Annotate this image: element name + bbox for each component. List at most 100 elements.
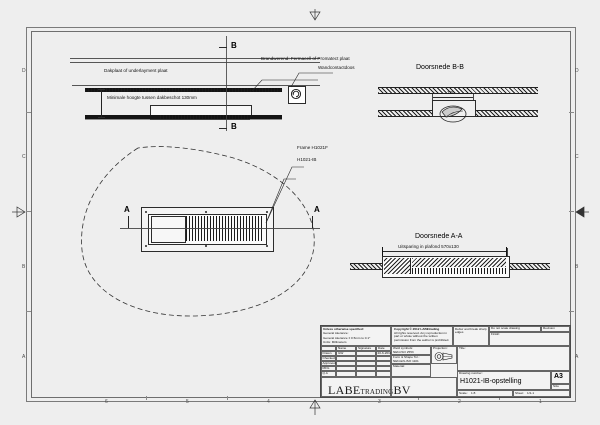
drawing-number-label: Drawing number:: [459, 371, 483, 375]
label-frame-h1021f: Frame H1021F: [297, 145, 328, 150]
row-qa-name-cell: [336, 371, 356, 377]
copyright-text: All rights reserved. Any reproduction in…: [394, 331, 450, 342]
title-block: Unless otherwise specified: General tole…: [320, 325, 571, 398]
row-mfg-name-cell: [336, 366, 356, 371]
zone-letter-left-b: B: [22, 264, 26, 270]
sheet-label: Sheet:: [515, 390, 524, 395]
duct-detail-icon: [439, 105, 467, 123]
cutout-edge-right: [506, 247, 507, 256]
projection-cell: [431, 346, 457, 364]
row-qa-role-cell: [321, 371, 336, 377]
tolerance-line-1: General tolerance:: [323, 331, 349, 335]
ceiling-slab-left: [350, 263, 382, 270]
sheet-value: 1/1-1: [527, 390, 535, 395]
border-tick: [26, 112, 31, 113]
label-wall-socket: Wandcontactdoos: [318, 65, 355, 70]
border-tick: [26, 211, 31, 212]
scale-value: 1:8: [471, 390, 476, 395]
copyright-cell: [391, 326, 453, 346]
row-approved-role: Approved: [322, 360, 336, 365]
col-head-name: Name: [338, 345, 347, 350]
copyright-title: Copyright © 2012 LABEtrading: [394, 326, 440, 331]
drawing-number-value: H1021-IB-opstelling: [460, 377, 522, 385]
col-head-date: Date: [378, 345, 385, 350]
zone-number-1: 1: [539, 399, 542, 405]
weld-symbols-standard: NEN-ISO 2553: [393, 349, 414, 354]
weld-symbols-label: Weld symbols:: [393, 345, 414, 350]
power-socket-icon: [290, 88, 302, 100]
title-label: Title:: [459, 345, 466, 350]
drawing-frame-inner: [31, 31, 571, 398]
border-tick: [146, 396, 147, 400]
row-drawn-role-cell: [321, 351, 336, 356]
room-outline-dashed: [81, 146, 315, 317]
row-drawn-role: Drawn: [322, 350, 332, 355]
lower-slab-left: [378, 110, 432, 117]
company-name-sub: TRADING: [360, 388, 394, 396]
lower-slab-right: [473, 110, 538, 117]
sheet-size-value: A3: [554, 373, 563, 380]
reference-line: [72, 85, 320, 86]
col-head-signature: Signature: [358, 345, 372, 350]
first-angle-projection-icon: [434, 352, 453, 361]
section-arrow-a-left: [128, 216, 129, 228]
tolerance-line-3: Units: Millimeters: [323, 340, 347, 344]
section-line-bb: [226, 36, 227, 131]
row-mfg-role: MFG: [322, 365, 330, 370]
zone-letter-right-d: D: [575, 68, 579, 74]
zone-number-2: 2: [458, 399, 461, 405]
leader-socket: [290, 72, 333, 88]
border-tick: [569, 211, 574, 212]
sheet-size-cell: [551, 371, 570, 384]
row-drawn-date: 20-6-2013: [377, 350, 392, 355]
section-mark-b-bottom: B: [231, 122, 237, 131]
center-marker-bottom-icon: [309, 399, 321, 415]
row-approved-name-cell: [336, 361, 356, 366]
plenum-hatch: [384, 258, 410, 274]
leader-fire-board: [251, 79, 318, 92]
section-arrow-b-top: [219, 47, 227, 48]
border-tick: [499, 396, 500, 400]
border-tick: [418, 396, 419, 400]
unit-plenum-box: [151, 216, 186, 243]
label-roof-plate: Dakplaat of underlayment plaat: [104, 68, 168, 73]
form-shape-standard: NEN-EN-ISO 1101: [393, 358, 419, 363]
size-label-cell: [551, 384, 570, 390]
section-line-aa: [120, 228, 320, 229]
row-checked-name-cell: [336, 356, 356, 361]
leader-frame-labels: [265, 166, 304, 224]
dimension-arrow: [98, 89, 105, 90]
fire-board-hatch: [85, 88, 282, 92]
fixing-point: [266, 245, 268, 247]
revision-cell: [541, 326, 570, 332]
border-tick: [569, 311, 574, 312]
zone-number-5: 5: [186, 399, 189, 405]
row-mfg-signature-cell: [356, 366, 376, 371]
divider-line: [410, 258, 411, 274]
row-qa-role: Q.A: [322, 371, 328, 375]
company-name-main: LABE: [328, 383, 361, 397]
dimension-line-cutout: [382, 251, 508, 252]
row-approved-signature-cell: [356, 361, 376, 366]
company-logo-cell: [321, 377, 391, 397]
revision-label: Revision: [543, 326, 555, 331]
zone-letter-left-c: C: [22, 154, 26, 160]
cutout-edge-left: [382, 247, 383, 256]
section-mark-b-top: B: [231, 41, 237, 50]
section-mark-a-left: A: [124, 205, 130, 214]
title-cell: [457, 346, 570, 371]
drawing-number-cell: [457, 371, 551, 390]
finish-label: Finish:: [491, 332, 501, 337]
signature-head-name: [336, 346, 356, 351]
weld-symbols-cell: [391, 346, 431, 355]
row-drawn-signature-cell: [356, 351, 376, 356]
border-tick: [26, 311, 31, 312]
height-dimension-line: [101, 90, 102, 117]
do-not-scale-cell: [489, 326, 541, 332]
scale-cell: [457, 390, 513, 397]
upper-slab-hatch: [378, 87, 538, 94]
material-label: Material:: [393, 363, 405, 368]
dimension-value-130: 130: [447, 90, 455, 95]
section-aa-title: Doorsnede A-A: [415, 233, 463, 240]
